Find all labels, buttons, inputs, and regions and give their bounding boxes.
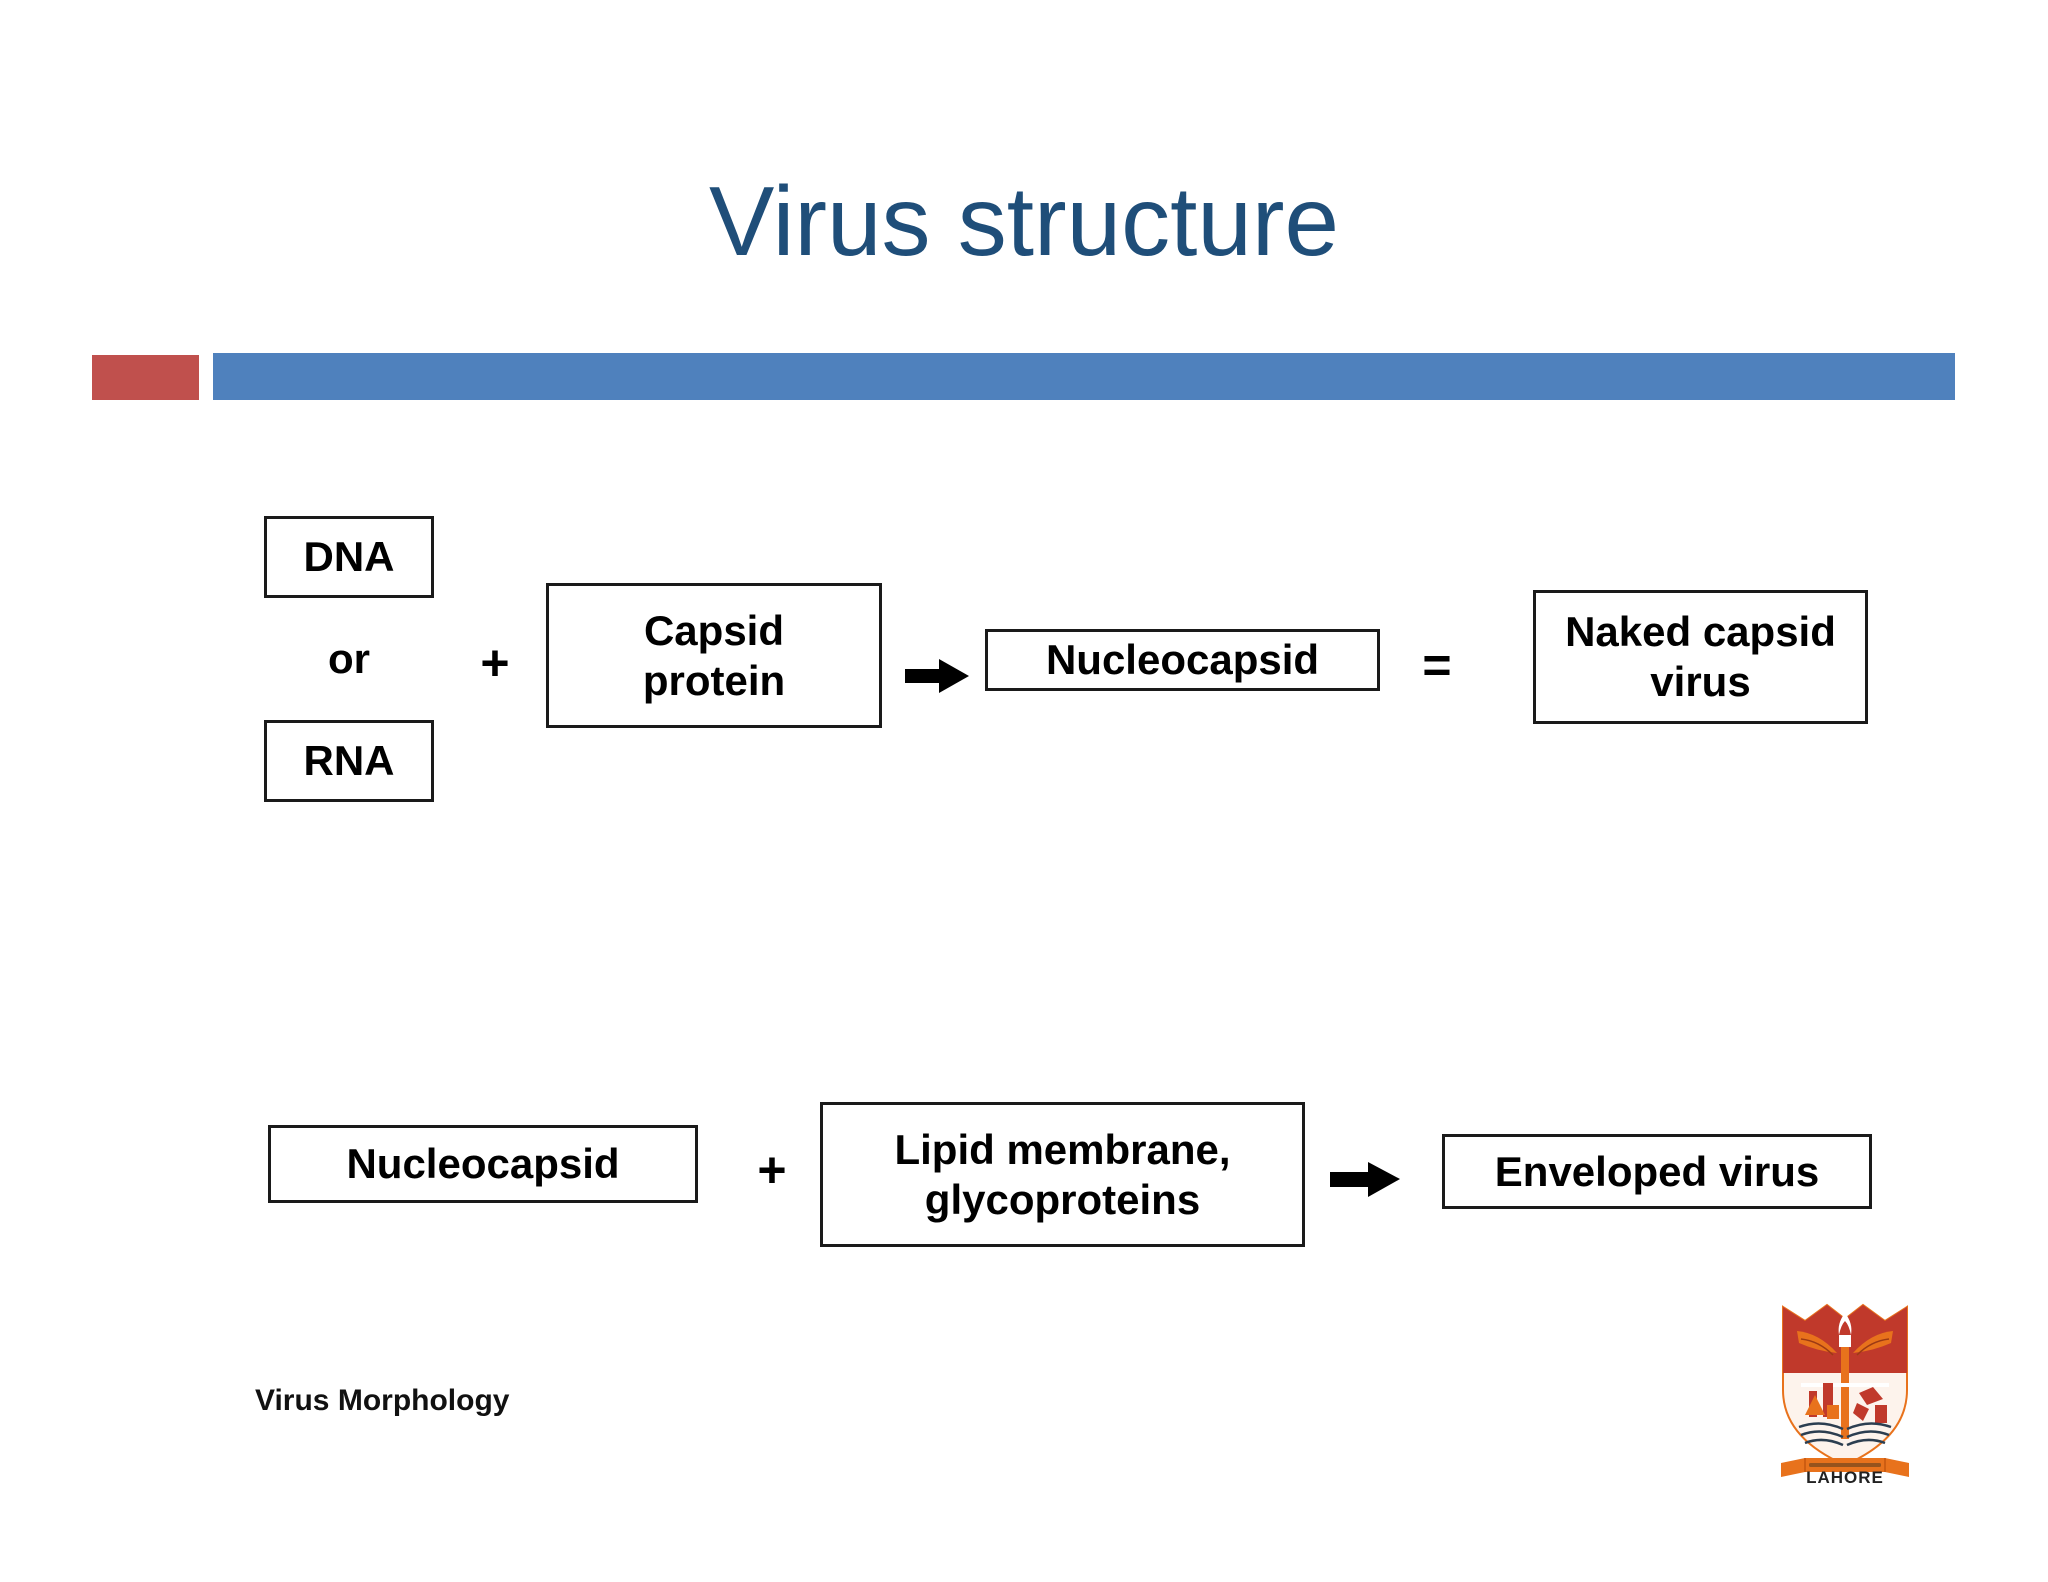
box-capsid-protein-line1: Capsid xyxy=(643,606,784,654)
accent-bar-blue xyxy=(213,353,1955,400)
box-lipid-membrane-line2: glycoproteins xyxy=(924,1175,1201,1223)
institution-crest-logo xyxy=(1781,1303,1909,1477)
label-or: or xyxy=(328,635,370,682)
box-rna: RNA xyxy=(264,720,434,802)
box-dna: DNA xyxy=(264,516,434,598)
arrow-right-icon-row1 xyxy=(905,659,969,693)
arrow-right-icon-row2 xyxy=(1330,1162,1400,1197)
plus-symbol-row2: + xyxy=(757,1142,787,1198)
box-naked-capsid-virus: Naked capsid virus xyxy=(1533,590,1868,724)
box-nucleocapsid-row1: Nucleocapsid xyxy=(985,629,1380,691)
page-title: Virus structure xyxy=(709,166,1339,276)
plus-symbol-row1: + xyxy=(480,635,510,691)
accent-bar-red xyxy=(92,355,199,400)
box-naked-capsid-virus-line1: Naked capsid xyxy=(1565,608,1836,656)
box-naked-capsid-virus-line2: virus xyxy=(1650,658,1751,705)
box-capsid-protein-line2: protein xyxy=(642,656,786,704)
footer-label: Virus Morphology xyxy=(255,1384,510,1417)
box-capsid-protein: Capsid protein xyxy=(546,583,882,728)
box-lipid-membrane-line1: Lipid membrane, xyxy=(894,1125,1231,1173)
logo-caption: LAHORE xyxy=(1806,1468,1884,1487)
box-nucleocapsid-row2: Nucleocapsid xyxy=(268,1125,698,1203)
equals-symbol-row1: = xyxy=(1422,637,1452,693)
box-lipid-membrane-glycoproteins: Lipid membrane, glycoproteins xyxy=(820,1102,1305,1247)
box-enveloped-virus: Enveloped virus xyxy=(1442,1134,1872,1209)
